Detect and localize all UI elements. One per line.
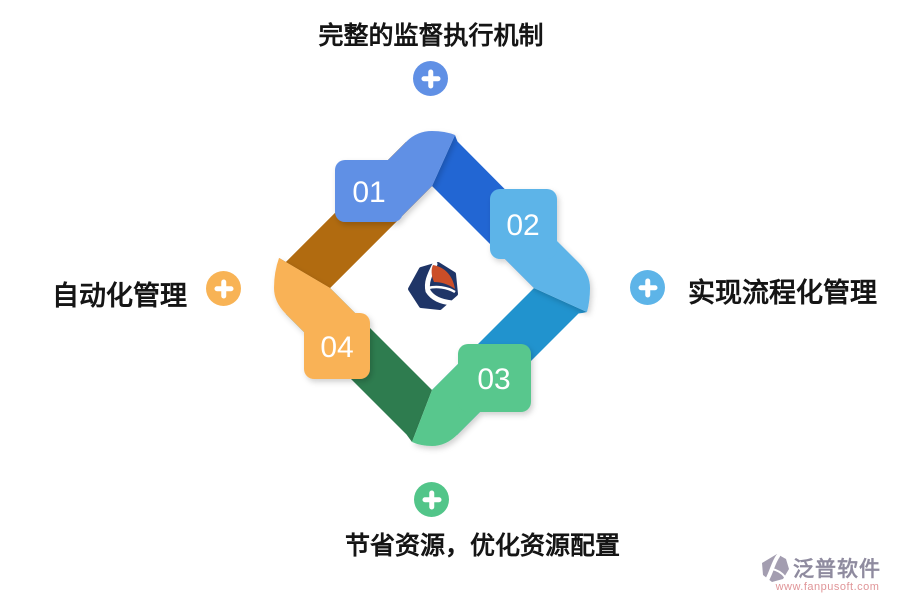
plus-icon-right xyxy=(630,270,665,305)
logo-flame xyxy=(431,265,455,289)
watermark-brand: 泛普软件 xyxy=(793,558,881,581)
logo-swoosh xyxy=(424,261,455,306)
plus-icon-top xyxy=(413,61,448,96)
watermark-url: www.fanpusoft.com xyxy=(775,581,880,593)
step-04-number: 04 xyxy=(320,331,353,364)
step-01-number: 01 xyxy=(352,176,385,209)
step-03-plate xyxy=(458,344,531,412)
plus-icon-bottom xyxy=(414,482,449,517)
label-right: 实现流程化管理 xyxy=(688,278,877,308)
step-02-plate xyxy=(490,189,557,259)
label-top: 完整的监督执行机制 xyxy=(318,22,544,50)
step-01-plate xyxy=(335,160,403,222)
step-03-number: 03 xyxy=(477,363,510,396)
center-logo-icon xyxy=(408,261,458,310)
step-02-number: 02 xyxy=(506,209,539,242)
watermark: 泛普软件 www.fanpusoft.com xyxy=(760,553,895,593)
plus-icon-left xyxy=(206,271,241,306)
label-bottom: 节省资源，优化资源配置 xyxy=(345,532,621,560)
watermark-logo-icon xyxy=(762,554,789,582)
label-left: 自动化管理 xyxy=(52,281,187,311)
logo-swoosh-thin xyxy=(427,285,456,294)
step-04-plate xyxy=(304,313,370,379)
